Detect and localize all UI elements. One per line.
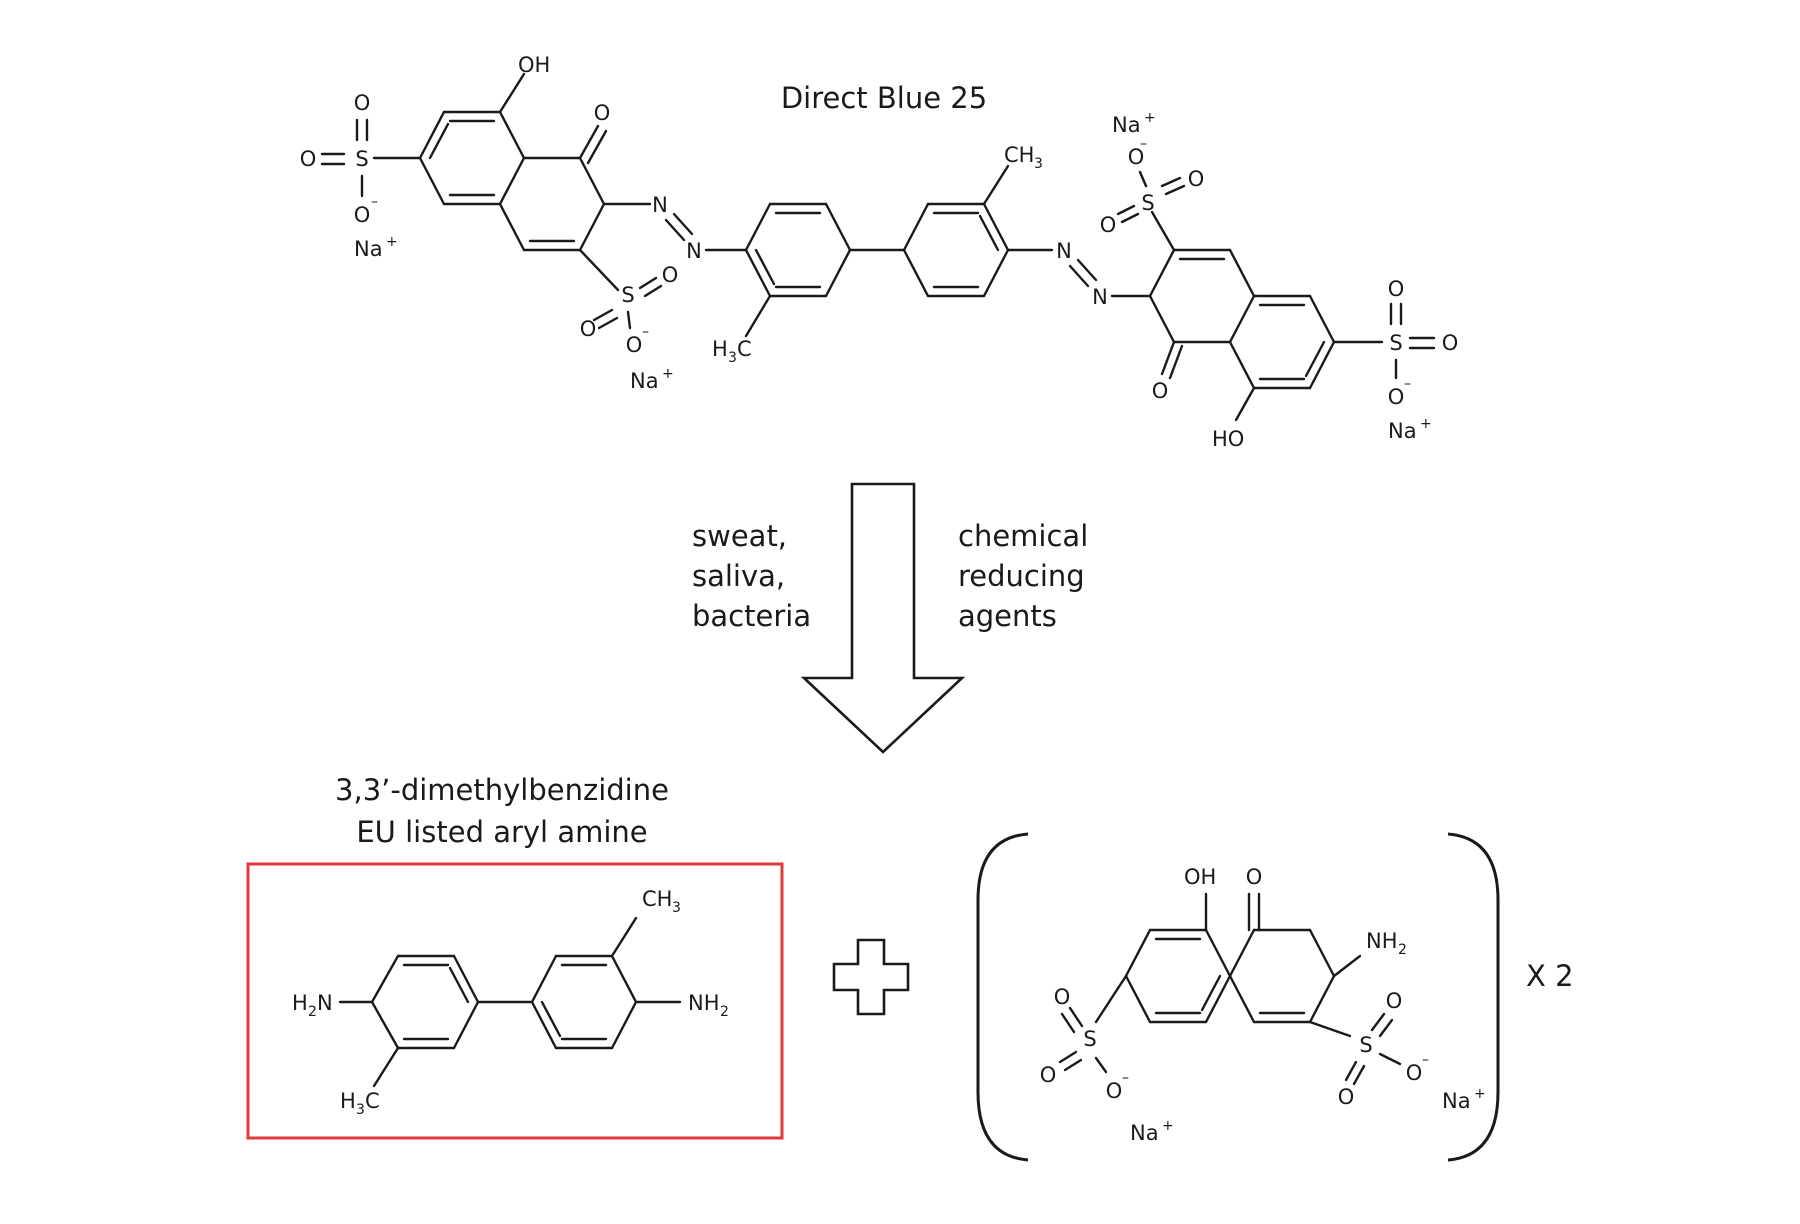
atom-o-product-2c: O	[1406, 1061, 1423, 1085]
product-dimethylbenzidine: 3,3’-dimethylbenzidine EU listed aryl am…	[246, 773, 784, 1140]
atom-n-right-1: N	[1056, 239, 1072, 263]
condition-left-2: saliva,	[692, 559, 785, 593]
atom-nh2: NH	[688, 991, 720, 1015]
direct-blue-25-structure: Direct Blue 25 OH O S O O O	[300, 53, 1459, 451]
charge-plus: +	[1474, 1086, 1486, 1102]
subscript-3: 3	[356, 1102, 365, 1118]
atom-h3c-2: H	[340, 1089, 356, 1113]
product1-caption-line2: EU listed aryl amine	[356, 815, 647, 849]
atom-o-product-1c: O	[1106, 1079, 1123, 1103]
plus-outline-icon	[832, 938, 910, 1016]
condition-left-1: sweat,	[692, 519, 787, 553]
atom-h3c-1-c: C	[737, 337, 752, 361]
charge-plus: +	[662, 366, 674, 382]
subscript-3: 3	[672, 900, 681, 916]
bracket-right	[1447, 832, 1500, 1162]
atom-o-right-2a: O	[1388, 277, 1405, 301]
condition-right-1: chemical	[958, 519, 1088, 553]
atom-o-ketone-product: O	[1246, 865, 1263, 889]
atom-o-left-1b: O	[300, 147, 317, 171]
atom-s-right-2: S	[1389, 331, 1402, 355]
bracket-left	[976, 832, 1029, 1162]
atom-n-right-2: N	[1092, 285, 1108, 309]
counterion-na-6: Na	[1442, 1089, 1471, 1113]
reaction-arrow	[800, 482, 966, 754]
subscript-2: 2	[1398, 942, 1407, 958]
atom-ch3-2: CH	[642, 887, 672, 911]
counterion-na-4: Na	[1388, 419, 1417, 443]
charge-minus: –	[1404, 376, 1411, 392]
atom-n-left-2: N	[686, 239, 702, 263]
atom-ch3-1: CH	[1004, 143, 1034, 167]
atom-s-product-1: S	[1083, 1027, 1096, 1051]
charge-minus: –	[1122, 1070, 1129, 1086]
charge-plus: +	[1162, 1118, 1174, 1134]
atom-o-right-2b: O	[1442, 331, 1459, 355]
multiplier-label: X 2	[1526, 959, 1574, 993]
atom-s-right-1: S	[1141, 191, 1154, 215]
atom-oh-product: OH	[1184, 865, 1216, 889]
atom-o-right-1a: O	[1188, 167, 1205, 191]
atom-ho-right: HO	[1212, 427, 1244, 451]
charge-minus: –	[1140, 136, 1147, 152]
atom-o-left-2b: O	[580, 317, 597, 341]
atom-nh2-product: NH	[1366, 929, 1398, 953]
atom-h3c-1: H	[712, 337, 728, 361]
charge-plus: +	[1420, 416, 1432, 432]
arrow-conditions-left: sweat, saliva, bacteria	[692, 519, 811, 633]
atom-o-right-2c: O	[1388, 385, 1405, 409]
counterion-na-1: Na	[354, 237, 383, 261]
atom-oh-left: OH	[518, 53, 550, 77]
subscript-3: 3	[728, 350, 737, 366]
atom-o-left-2a: O	[662, 263, 679, 287]
product-aminonaphthalene-disulfonate: X 2 OH O NH 2 S O	[976, 832, 1574, 1162]
condition-right-3: agents	[958, 599, 1057, 633]
condition-left-3: bacteria	[692, 599, 811, 633]
atom-o-ketone-left: O	[594, 101, 611, 125]
condition-right-2: reducing	[958, 559, 1085, 593]
atom-o-product-1b: O	[1040, 1063, 1057, 1087]
atom-o-left-1a: O	[354, 91, 371, 115]
atom-o-left-1c: O	[354, 203, 371, 227]
counterion-na-5: Na	[1130, 1121, 1159, 1145]
atom-s-product-2: S	[1359, 1033, 1372, 1057]
highlight-box	[246, 862, 784, 1140]
atom-o-left-2c: O	[626, 333, 643, 357]
compound-title: Direct Blue 25	[781, 81, 987, 115]
product1-caption-line1: 3,3’-dimethylbenzidine	[335, 773, 669, 807]
charge-plus: +	[386, 234, 398, 250]
atom-n-left-1: N	[652, 193, 668, 217]
charge-plus: +	[1144, 110, 1156, 126]
atom-o-ketone-right: O	[1152, 379, 1169, 403]
subscript-2: 2	[308, 1004, 317, 1020]
atom-o-product-1a: O	[1054, 985, 1071, 1009]
charge-minus: –	[371, 194, 378, 210]
counterion-na-3: Na	[1112, 113, 1141, 137]
atom-o-product-2a: O	[1386, 989, 1403, 1013]
atom-o-right-1b: O	[1100, 213, 1117, 237]
atom-s-left-2: S	[621, 283, 634, 307]
atom-h3c-2-c: C	[365, 1089, 380, 1113]
counterion-na-2: Na	[630, 369, 659, 393]
charge-minus: –	[1422, 1052, 1429, 1068]
atom-h2n: H	[292, 991, 308, 1015]
atom-o-right-1c: O	[1128, 145, 1145, 169]
atom-h2n-n: N	[317, 991, 333, 1015]
subscript-3: 3	[1034, 156, 1043, 172]
atom-o-product-2b: O	[1338, 1085, 1355, 1109]
subscript-2: 2	[720, 1004, 729, 1020]
arrow-conditions-right: chemical reducing agents	[958, 519, 1088, 633]
atom-s-left-1: S	[355, 147, 368, 171]
charge-minus: –	[642, 324, 649, 340]
